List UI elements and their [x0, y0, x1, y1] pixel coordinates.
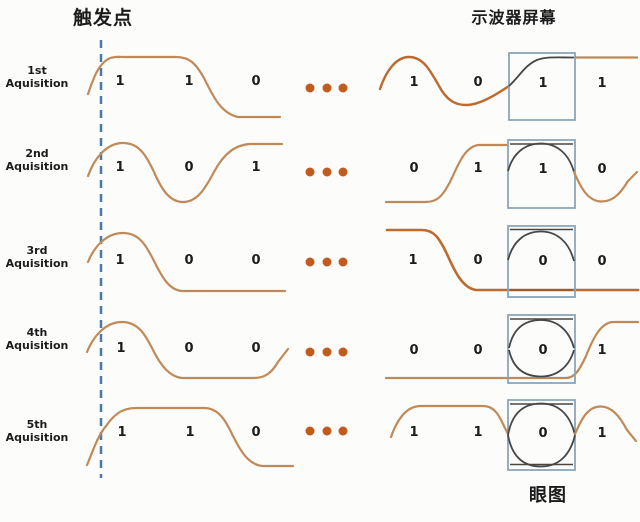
waveform-row2-left — [86, 141, 284, 204]
waveform-row3-left — [86, 231, 287, 293]
bit-label: 1 — [597, 426, 607, 441]
row1-acquisition-word: Aquisition — [5, 77, 69, 90]
dot-icon — [322, 257, 332, 267]
bit-label: 0 — [184, 253, 194, 268]
bit-label: 1 — [115, 160, 125, 175]
bit-label: 0 — [409, 343, 419, 358]
waveform-row4-right — [384, 320, 640, 380]
row1-ordinal: 1st — [27, 64, 47, 77]
bit-label: 0 — [538, 254, 548, 269]
bit-label: 1 — [409, 425, 419, 440]
bit-label: 1 — [597, 343, 607, 358]
dot-icon — [305, 426, 315, 436]
bit-label: 1 — [185, 425, 195, 440]
bit-label: 1 — [115, 74, 125, 89]
bit-label: 0 — [473, 75, 483, 90]
bit-label: 1 — [251, 160, 261, 175]
row3-acquisition-word: Aquisition — [5, 257, 69, 270]
dot-icon — [338, 426, 348, 436]
dot-icon — [338, 347, 348, 357]
bit-label: 1 — [538, 162, 548, 177]
bit-label: 1 — [408, 253, 418, 268]
dot-icon — [322, 426, 332, 436]
row5-ordinal: 5th — [26, 418, 48, 431]
bit-label: 1 — [597, 76, 607, 91]
scope-trace-row1-rising-edge — [508, 56, 575, 87]
bit-label: 1 — [473, 161, 483, 176]
scope-box-row4 — [507, 314, 576, 384]
dot-icon — [338, 257, 348, 267]
row2-acquisition-word: Aquisition — [5, 160, 69, 173]
scope-trace-row5-eye-dip — [507, 434, 576, 468]
dot-icon — [305, 167, 315, 177]
dot-icon — [338, 167, 348, 177]
waveform-row5-after-box — [573, 405, 638, 443]
waveform-row1-left — [86, 55, 282, 119]
waveform-row4-left — [85, 320, 290, 380]
bit-label: 0 — [473, 253, 483, 268]
row2-ordinal: 2nd — [25, 147, 49, 160]
scope-box-row1 — [508, 52, 576, 121]
ellipsis-row4 — [305, 347, 348, 357]
scope-trace-row2-dome — [507, 142, 575, 173]
dot-icon — [338, 83, 348, 93]
waveform-row1-right — [378, 55, 511, 107]
dot-icon — [322, 83, 332, 93]
bit-label: 1 — [409, 75, 419, 90]
bit-label: 1 — [538, 76, 548, 91]
bit-label: 1 — [184, 74, 194, 89]
bit-label: 0 — [251, 425, 261, 440]
dot-icon — [322, 347, 332, 357]
ellipsis-row3 — [305, 257, 348, 267]
waveform-row2-right — [384, 143, 509, 204]
bit-label: 0 — [538, 343, 548, 358]
bit-label: 1 — [116, 341, 126, 356]
scope-trace-row4-dip — [508, 349, 575, 378]
row3-ordinal: 3rd — [26, 244, 48, 257]
bit-label: 0 — [251, 74, 261, 89]
bit-label: 0 — [251, 341, 261, 356]
bit-label: 0 — [538, 426, 548, 441]
dot-icon — [305, 257, 315, 267]
waveform-row5-right — [389, 404, 510, 439]
row4-acquisition-word: Aquisition — [5, 339, 69, 352]
eye-diagram-title: 眼图 — [529, 485, 567, 506]
trigger-point-title: 触发点 — [72, 7, 133, 29]
bit-label: 1 — [473, 425, 483, 440]
bit-label: 0 — [473, 343, 483, 358]
ellipsis-row2 — [305, 167, 348, 177]
scope-trace-row5-eye-dome — [507, 402, 576, 436]
row5-acquisition-word: Aquisition — [5, 431, 69, 444]
dot-icon — [305, 83, 315, 93]
bit-label: 0 — [251, 253, 261, 268]
bit-label: 0 — [597, 254, 607, 269]
dot-icon — [322, 167, 332, 177]
bit-label: 0 — [184, 160, 194, 175]
scope-screen-title: 示波器屏幕 — [471, 8, 557, 27]
bit-label: 0 — [184, 341, 194, 356]
waveform-row3-right — [385, 228, 640, 292]
dot-icon — [305, 347, 315, 357]
waveform-row5-left — [85, 406, 295, 468]
bit-label: 1 — [117, 425, 127, 440]
bit-label: 0 — [597, 162, 607, 177]
ellipsis-row5 — [305, 426, 348, 436]
row4-ordinal: 4th — [26, 326, 48, 339]
scope-trace-row4-dome — [508, 319, 575, 349]
scope-box-row3 — [507, 225, 576, 298]
bit-label: 1 — [115, 253, 125, 268]
bit-label: 0 — [409, 161, 419, 176]
ellipsis-row1 — [305, 83, 348, 93]
waveform-row2-after-box — [572, 170, 639, 203]
scope-trace-row3-dome — [507, 230, 575, 262]
